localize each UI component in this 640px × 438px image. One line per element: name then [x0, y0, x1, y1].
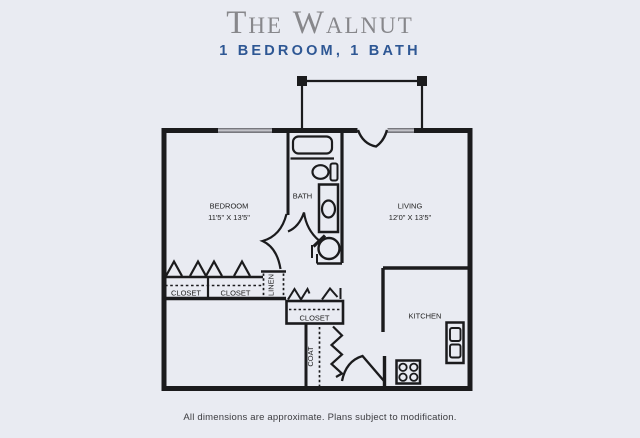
balcony-rail: [300, 79, 424, 129]
coat-closet-bifold-zigzag: [329, 325, 344, 378]
exterior-walls: [161, 128, 473, 391]
entry-opening: [357, 125, 388, 134]
window-right: [386, 128, 414, 133]
shower-stall: [317, 183, 340, 234]
bath-door-swing: [287, 212, 320, 242]
refrigerator: [445, 321, 465, 365]
disclaimer-text: All dimensions are approximate. Plans su…: [183, 412, 457, 423]
bath-label: BATH: [293, 192, 312, 201]
bath-sink-faucet: [329, 162, 339, 182]
hall-closet-walls: [285, 299, 345, 325]
shower-drain: [320, 199, 337, 219]
bedroom-label: BEDROOM: [210, 202, 249, 211]
closet-left-label: CLOSET: [171, 289, 201, 298]
balcony-post-right: [417, 76, 427, 86]
window-left: [218, 128, 272, 133]
bedroom-dimensions: 11'5" X 13'5": [208, 213, 250, 222]
bathtub: [291, 135, 334, 155]
living-label: LIVING: [398, 202, 423, 211]
hall-closet-bifold-left: [287, 286, 311, 302]
toilet-bowl: [317, 236, 341, 261]
page-header: The Walnut 1 BEDROOM, 1 BATH: [0, 0, 640, 59]
toilet-tank: [312, 234, 327, 248]
page-title: The Walnut: [226, 5, 414, 41]
entry-door-swing: [340, 354, 385, 382]
closet-rod-chevrons: [165, 259, 251, 279]
bedroom-door-swing: [259, 213, 288, 270]
closet-hall-label: CLOSET: [299, 314, 329, 323]
coat-label: COAT: [306, 346, 315, 367]
linen-label: LINEN: [267, 274, 276, 296]
hall-closet-bifold-right: [321, 286, 342, 301]
kitchen-label: KITCHEN: [409, 312, 442, 321]
balcony-post-left: [297, 76, 307, 86]
stove: [395, 359, 422, 385]
bath-sink: [311, 164, 330, 180]
page-subtitle: 1 BEDROOM, 1 BATH: [219, 42, 421, 59]
closet-mid-label: CLOSET: [220, 289, 250, 298]
patio-door-swing: [356, 129, 389, 148]
living-dimensions: 12'0" X 13'5": [389, 213, 432, 222]
